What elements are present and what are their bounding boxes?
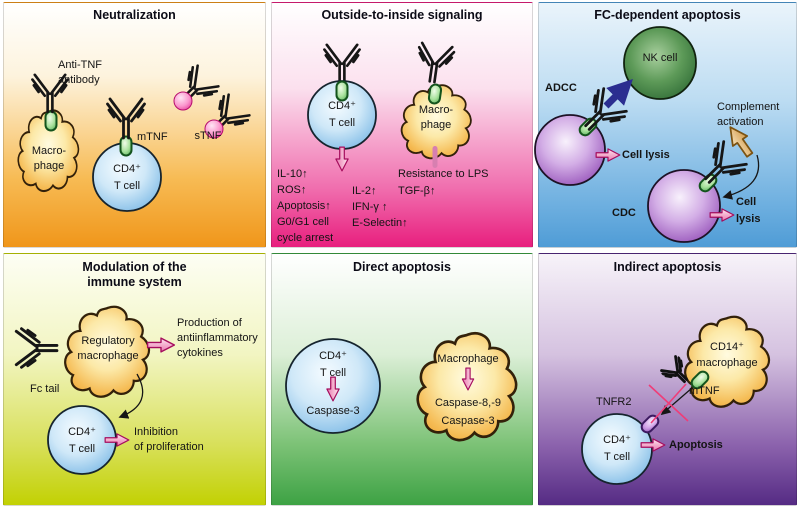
label-caspase-3-tcell: Caspase-3 <box>306 405 360 417</box>
label-apoptosis: Apoptosis <box>669 439 723 451</box>
label-mtnf: mTNF <box>137 131 168 143</box>
title-fc-dependent-apoptosis: FC-dependent apoptosis <box>594 8 741 22</box>
label-cd4-tcell: CD4⁺ T cell <box>113 163 141 192</box>
label-cell-lysis-adcc: Cell lysis <box>622 149 670 161</box>
label-cell-lysis-cdc: Cell lysis <box>736 196 761 225</box>
title-direct-apoptosis: Direct apoptosis <box>353 260 451 274</box>
label-inhibition-proliferation: Inhibition of proliferation <box>134 426 204 453</box>
label-production-cytokines: Production of antiinflammatory cytokines <box>177 317 258 359</box>
label-nk-cell: NK cell <box>642 52 678 64</box>
label-mtnf: mTNF <box>689 385 720 397</box>
label-tcell-effects: IL-10↑ ROS↑ Apoptosis↑ G0/G1 cell cycle … <box>277 168 334 244</box>
label-cd4-tcell: CD4⁺ T cell <box>68 426 96 455</box>
label-cd4-tcell: CD4⁺ T cell <box>328 100 356 129</box>
label-stnf: sTNF <box>194 130 222 142</box>
label-macrophage: Macro- phage <box>31 145 67 172</box>
label-cd4-tcell: CD4⁺ T cell <box>319 350 347 379</box>
label-cd14-macrophage: CD14⁺ macrophage <box>696 341 758 369</box>
label-complement-activation: Complement activation <box>717 101 780 128</box>
label-anti-tnf-antibody: Anti-TNF antibody <box>58 59 102 86</box>
label-regulatory-macrophage: Regulatory macrophage <box>77 335 139 362</box>
title-modulation: Modulation of the immune system <box>82 260 187 289</box>
label-caspases-macrophage: Caspase-8,-9 Caspase-3 <box>434 397 502 427</box>
panel-neutralization <box>3 2 266 248</box>
label-cd4-tcell: CD4⁺ T cell <box>603 434 631 463</box>
label-tnfr2: TNFR2 <box>596 396 632 408</box>
title-indirect-apoptosis: Indirect apoptosis <box>613 260 722 274</box>
title-signaling: Outside-to-inside signaling <box>321 8 483 22</box>
label-macrophage: Macro- phage <box>418 104 454 131</box>
label-adcc: ADCC <box>545 82 577 94</box>
label-macrophage-effects: Resistance to LPS TGF-β↑ <box>398 168 489 197</box>
label-fc-tail: Fc tail <box>30 383 60 395</box>
label-mid-effects: IL-2↑ IFN-γ ↑ E-Selectin↑ <box>352 185 408 229</box>
panel-modulation-immune-system <box>3 253 266 506</box>
panel-indirect-apoptosis <box>538 253 797 506</box>
label-cdc: CDC <box>612 207 636 219</box>
label-macrophage: Macrophage <box>437 353 499 365</box>
title-neutralization: Neutralization <box>93 8 176 22</box>
